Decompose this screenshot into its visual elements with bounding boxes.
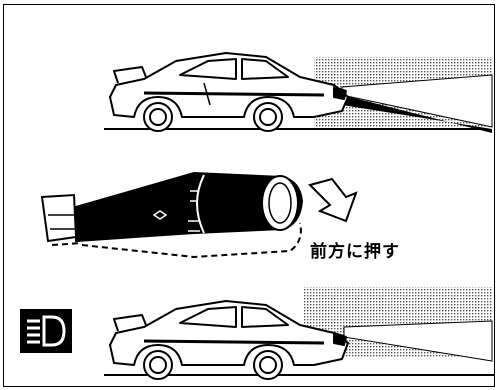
low-beam-car-illustration [104,52,493,133]
steering-column [40,193,78,243]
lever-panel: 前方に押す [4,145,494,285]
high-beam-cone [343,320,493,362]
low-beam-cone [342,95,492,133]
low-beam-car-panel [4,5,494,145]
push-forward-arrow-icon [308,177,358,223]
high-beam-car-illustration [104,287,494,380]
lever-symbols [152,190,200,232]
push-forward-caption: 前方に押す [310,242,400,262]
high-beam-car-panel [4,277,494,387]
car-body [109,52,349,132]
figure-frame: 前方に押す [3,4,495,387]
high-beam-indicator-icon [20,309,72,353]
car-body [109,300,349,380]
pushed-position-outline [81,222,302,259]
headlight-lever-illustration [40,171,358,259]
